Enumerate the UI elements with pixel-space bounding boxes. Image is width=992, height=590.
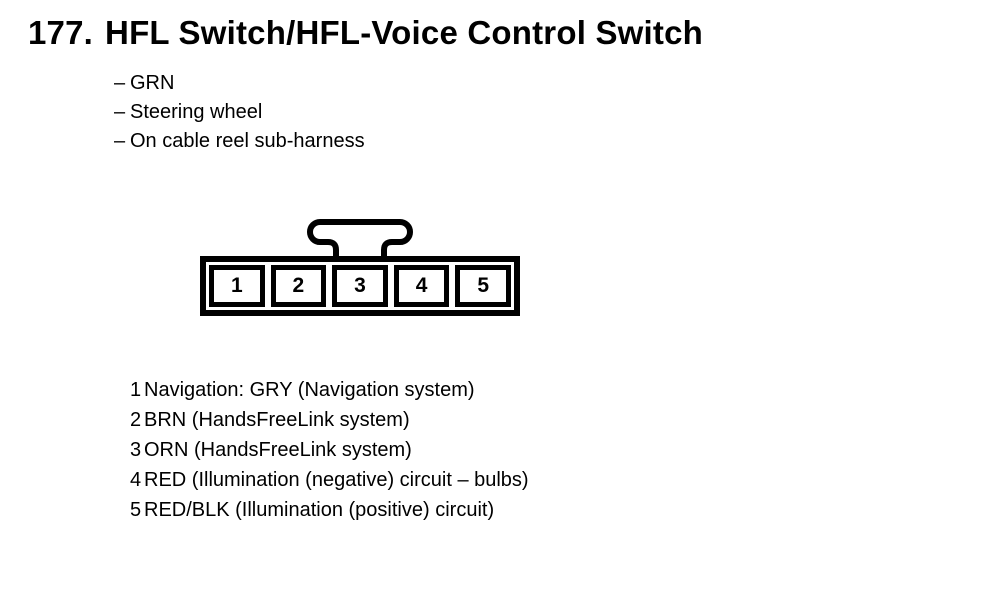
pin-cavity-label: 1 — [230, 274, 243, 297]
dash-bullet: – — [114, 72, 126, 94]
pinout-row: 3 ORN (HandsFreeLink system) — [130, 435, 529, 465]
note-text: GRN — [130, 72, 175, 94]
note-text: On cable reel sub-harness — [130, 130, 365, 152]
dash-bullet: – — [114, 101, 126, 123]
pin-cavity-label: 5 — [477, 274, 490, 297]
page-title: 177. HFL Switch/HFL-Voice Control Switch — [28, 14, 703, 52]
pin-number: 1 — [130, 379, 142, 401]
pin-cavity-label: 3 — [354, 274, 366, 297]
note-item: – GRN — [114, 69, 365, 98]
note-item: – On cable reel sub-harness — [114, 127, 365, 156]
pinout-row: 1 Navigation: GRY (Navigation system) — [130, 375, 529, 405]
connector-notes: – GRN – Steering wheel – On cable reel s… — [114, 69, 365, 156]
dash-bullet: – — [114, 130, 126, 152]
pin-description: BRN (HandsFreeLink system) — [144, 409, 410, 431]
pin-cavity-2: 2 — [270, 265, 327, 307]
pin-number: 2 — [130, 409, 142, 431]
connector-diagram: 1 2 3 4 5 — [200, 216, 520, 316]
pin-number: 4 — [130, 469, 142, 491]
pin-cavity-5: 5 — [455, 265, 511, 307]
pin-description: ORN (HandsFreeLink system) — [144, 439, 412, 461]
pinout-row: 5 RED/BLK (Illumination (positive) circu… — [130, 495, 529, 525]
pin-cavity-1: 1 — [209, 265, 265, 307]
pin-cavity-4: 4 — [393, 265, 450, 307]
pinout-list: 1 Navigation: GRY (Navigation system) 2 … — [130, 375, 529, 525]
section-number: 177. — [28, 14, 94, 51]
pin-cavity-3: 3 — [332, 265, 388, 307]
pinout-row: 2 BRN (HandsFreeLink system) — [130, 405, 529, 435]
pin-cavity-label: 2 — [292, 274, 305, 297]
connector-body: 1 2 3 4 5 — [200, 256, 520, 316]
note-text: Steering wheel — [130, 101, 263, 123]
pin-number: 5 — [130, 499, 142, 521]
section-title: HFL Switch/HFL-Voice Control Switch — [105, 14, 703, 51]
pinout-row: 4 RED (Illumination (negative) circuit –… — [130, 465, 529, 495]
pin-number: 3 — [130, 439, 142, 461]
pin-description: RED/BLK (Illumination (positive) circuit… — [144, 499, 495, 521]
pin-cavity-label: 4 — [415, 274, 428, 297]
pin-description: Navigation: GRY (Navigation system) — [144, 379, 475, 401]
pin-description: RED (Illumination (negative) circuit – b… — [144, 469, 529, 491]
note-item: – Steering wheel — [114, 98, 365, 127]
